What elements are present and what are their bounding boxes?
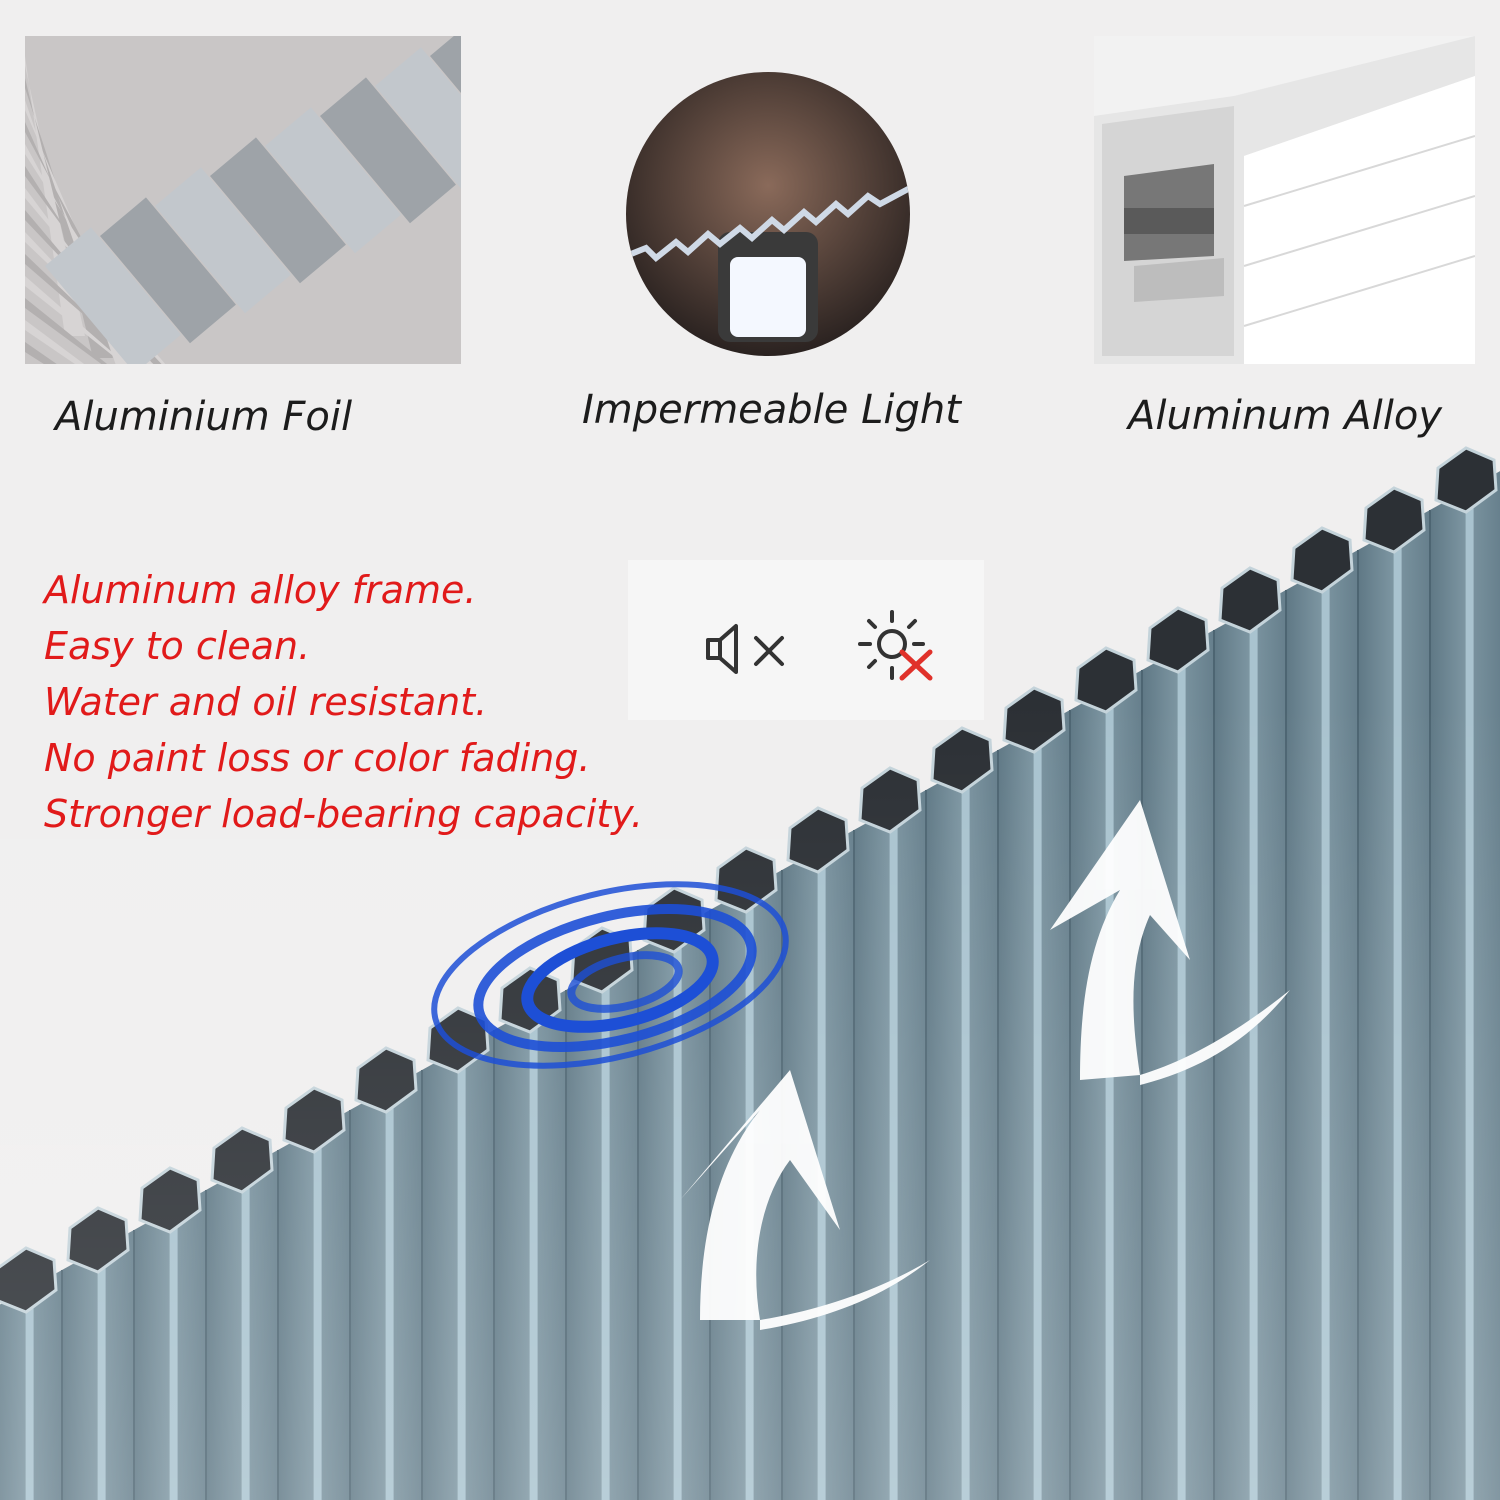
feature-item: Easy to clean. — [44, 624, 311, 668]
aluminium-foil-photo — [25, 36, 461, 364]
feature-item: No paint loss or color fading. — [44, 736, 591, 780]
airflow-arrow-icon — [680, 800, 1290, 1330]
aluminium-foil-caption: Aluminium Foil — [55, 394, 353, 440]
no-sun-icon — [858, 610, 933, 681]
impermeable-light-caption: Impermeable Light — [582, 387, 961, 433]
feature-item: Water and oil resistant. — [44, 680, 488, 724]
feature-list: Aluminum alloy frame. Easy to clean. Wat… — [44, 562, 643, 842]
aluminum-alloy-photo — [1094, 36, 1475, 364]
swirl-icon — [431, 881, 789, 1069]
aluminum-alloy-caption: Aluminum Alloy — [1128, 393, 1443, 439]
impermeable-light-photo — [626, 72, 910, 356]
feature-item: Stronger load-bearing capacity. — [44, 792, 643, 836]
feature-item: Aluminum alloy frame. — [44, 568, 477, 612]
mute-speaker-icon — [706, 624, 784, 674]
icon-panel — [628, 560, 984, 720]
